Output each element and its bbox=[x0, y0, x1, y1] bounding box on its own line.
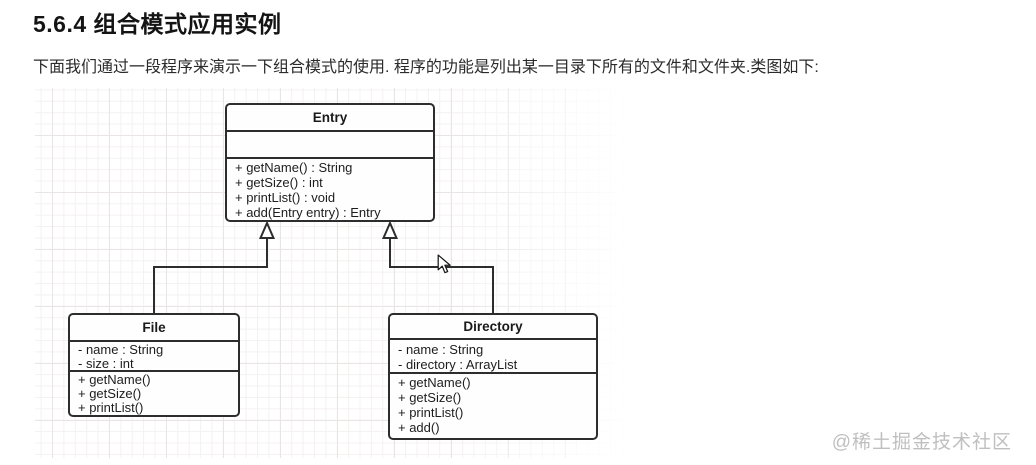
watermark: @稀土掘金技术社区 bbox=[831, 432, 1012, 453]
uml-member: + getSize() bbox=[398, 390, 462, 405]
class-title: Directory bbox=[390, 315, 596, 340]
uml-member: + printList() bbox=[78, 400, 144, 415]
directory-to-entry-connector bbox=[389, 238, 494, 313]
uml-methods-section: + getName() + getSize() + printList() bbox=[70, 372, 238, 415]
uml-member: + getName() bbox=[78, 372, 151, 387]
uml-attributes-section: - name : String - size : int bbox=[70, 342, 238, 372]
class-title: Entry bbox=[227, 105, 433, 132]
class-box-directory[interactable]: Directory - name : String - directory : … bbox=[388, 313, 598, 440]
inheritance-arrowhead-right-icon bbox=[381, 220, 399, 239]
mouse-cursor-icon bbox=[437, 254, 451, 274]
uml-member: + getName() : String bbox=[235, 160, 353, 175]
class-box-file[interactable]: File - name : String - size : int + getN… bbox=[68, 313, 240, 417]
class-title: File bbox=[70, 315, 238, 342]
uml-attributes-section: - name : String - directory : ArrayList bbox=[390, 340, 596, 374]
uml-member: + add(Entry entry) : Entry bbox=[235, 205, 381, 220]
uml-member: - name : String bbox=[78, 342, 164, 357]
uml-member: - directory : ArrayList bbox=[398, 357, 518, 372]
uml-member: + getName() bbox=[398, 375, 471, 390]
uml-member: - name : String bbox=[398, 342, 484, 357]
uml-methods-section: + getName() : String + getSize() : int +… bbox=[227, 159, 433, 220]
uml-member: - size : int bbox=[78, 356, 134, 371]
inheritance-arrowhead-left-icon bbox=[258, 220, 276, 239]
uml-member: + add() bbox=[398, 420, 440, 435]
file-to-entry-connector bbox=[153, 238, 268, 313]
uml-methods-section: + getName() + getSize() + printList() + … bbox=[390, 374, 596, 435]
section-heading: 5.6.4 组合模式应用实例 bbox=[33, 11, 282, 37]
uml-class-diagram: Entry + getName() : String + getSize() :… bbox=[35, 88, 1010, 460]
uml-attributes-section bbox=[227, 132, 433, 159]
uml-member: + printList() : void bbox=[235, 190, 336, 205]
uml-member: + getSize() : int bbox=[235, 175, 323, 190]
intro-paragraph: 下面我们通过一段程序来演示一下组合模式的使用. 程序的功能是列出某一目录下所有的… bbox=[33, 59, 819, 76]
uml-member: + printList() bbox=[398, 405, 464, 420]
uml-member: + getSize() bbox=[78, 386, 142, 401]
class-box-entry[interactable]: Entry + getName() : String + getSize() :… bbox=[225, 103, 435, 222]
